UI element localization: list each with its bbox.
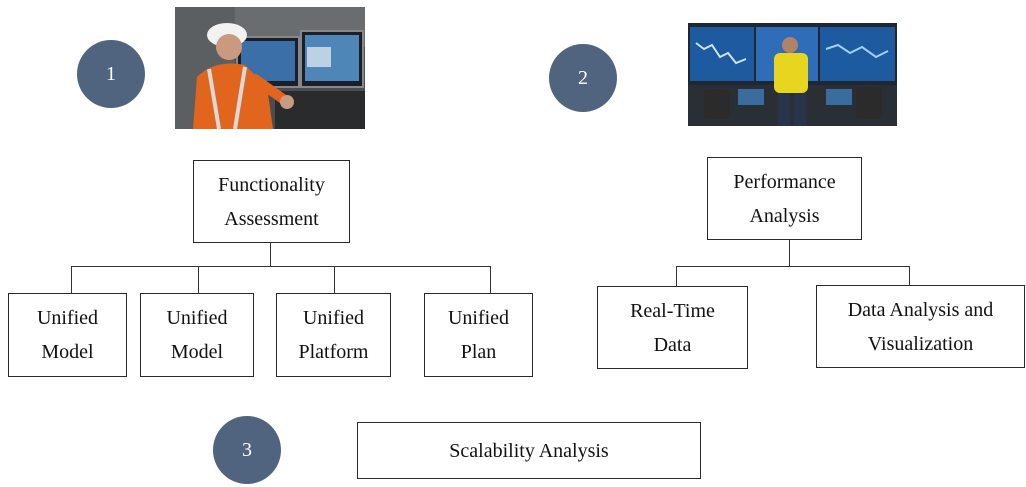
performance-connector-drop-1 [676,266,677,286]
functionality-title-line-2: Assessment [224,207,319,230]
stage-1-circle: 1 [77,40,145,108]
unified-plan-line-2: Plan [460,341,497,363]
stage-2-circle: 2 [549,44,617,112]
data-analysis-visualization-box: Data Analysis and Visualization [816,285,1025,368]
unified-plan-box: Unified Plan [424,293,533,377]
functionality-connector-bar [71,266,491,267]
unified-plan-line-1: Unified [447,307,510,329]
functionality-connector-drop-2 [198,266,199,293]
unified-model-1-line-2: Model [41,341,94,363]
unified-model-2-line-1: Unified [166,307,228,329]
functionality-connector-drop-3 [334,266,335,293]
unified-model-box-2: Unified Model [140,293,254,377]
real-time-data-box: Real-Time Data [597,286,748,369]
unified-model-2-line-2: Model [170,341,224,363]
stage-3-circle: 3 [213,416,281,484]
data-analysis-line-1: Data Analysis and [847,298,994,321]
miner-control-photo [175,7,365,129]
functionality-connector-drop-4 [490,266,491,293]
control-room-photo-image [688,23,897,126]
performance-analysis-box: Performance Analysis [707,157,862,240]
miner-control-photo-image [175,7,365,129]
performance-title-line-2: Analysis [749,204,820,227]
unified-platform-line-1: Unified [302,307,365,329]
unified-platform-box: Unified Platform [276,293,391,377]
real-time-data-line-2: Data [653,333,692,356]
real-time-data-line-1: Real-Time [630,299,715,322]
control-room-photo [688,23,897,126]
scalability-analysis-box: Scalability Analysis [357,422,701,479]
scalability-analysis-label: Scalability Analysis [449,439,609,462]
unified-model-box-1: Unified Model [8,293,127,377]
performance-connector-bar [676,266,910,267]
performance-connector-drop-2 [909,266,910,286]
functionality-connector-stem [270,243,271,267]
functionality-connector-drop-1 [71,266,72,293]
unified-model-1-line-1: Unified [36,307,99,329]
unified-platform-line-2: Platform [298,341,369,363]
functionality-assessment-box: Functionality Assessment [193,160,350,243]
performance-connector-stem [789,240,790,267]
performance-title-line-1: Performance [733,170,836,193]
data-analysis-line-2: Visualization [867,332,974,355]
functionality-title-line-1: Functionality [218,173,325,196]
